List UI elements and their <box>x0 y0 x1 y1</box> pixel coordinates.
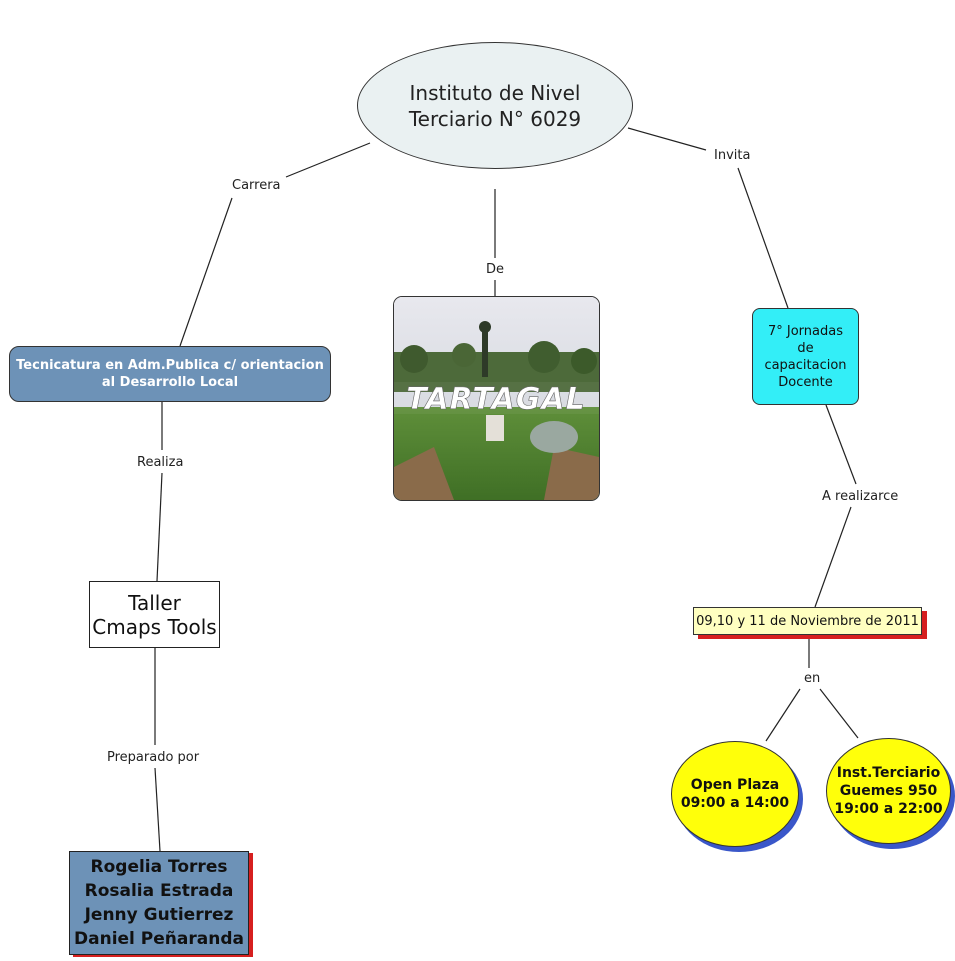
link-label-a-realizarce: A realizarce <box>819 488 902 505</box>
concept-jornadas[interactable]: 7° Jornadas de capacitacion Docente <box>752 308 859 405</box>
line-root-carrera <box>285 142 371 178</box>
link-label-invita: Invita <box>711 147 754 164</box>
concept-authors[interactable]: Rogelia Torres Rosalia Estrada Jenny Gut… <box>69 851 249 955</box>
tartagal-sign-text: TARTAGAL <box>406 382 585 417</box>
concept-fecha[interactable]: 09,10 y 11 de Noviembre de 2011 <box>693 607 922 635</box>
line-en-insterciario <box>819 688 859 739</box>
concept-taller-cmaps[interactable]: Taller Cmaps Tools <box>89 581 220 648</box>
link-label-preparado-por: Preparado por <box>104 749 203 766</box>
line-invita-jornadas <box>737 167 789 309</box>
link-label-en: en <box>801 670 824 687</box>
concept-open-plaza[interactable]: Open Plaza 09:00 a 14:00 <box>671 741 799 847</box>
line-jornadas-arealizarce <box>825 404 857 485</box>
concept-instituto[interactable]: Instituto de Nivel Terciario N° 6029 <box>357 42 633 169</box>
line-carrera-career <box>179 197 233 347</box>
line-root-invita <box>627 127 707 151</box>
concept-tecnicatura[interactable]: Tecnicatura en Adm.Publica c/ orientacio… <box>9 346 331 402</box>
link-label-de: De <box>483 261 508 278</box>
line-arealizarce-fecha <box>814 506 852 608</box>
tartagal-plaza-image: TARTAGAL <box>394 297 599 500</box>
line-preparado-authors <box>154 767 161 852</box>
line-realiza-taller <box>156 472 163 582</box>
link-label-carrera: Carrera <box>229 177 284 194</box>
link-label-realiza: Realiza <box>134 454 187 471</box>
line-en-openplaza <box>765 688 801 742</box>
concept-inst-terciario[interactable]: Inst.Terciario Guemes 950 19:00 a 22:00 <box>826 738 951 844</box>
concept-tartagal-photo[interactable]: TARTAGAL <box>393 296 600 501</box>
